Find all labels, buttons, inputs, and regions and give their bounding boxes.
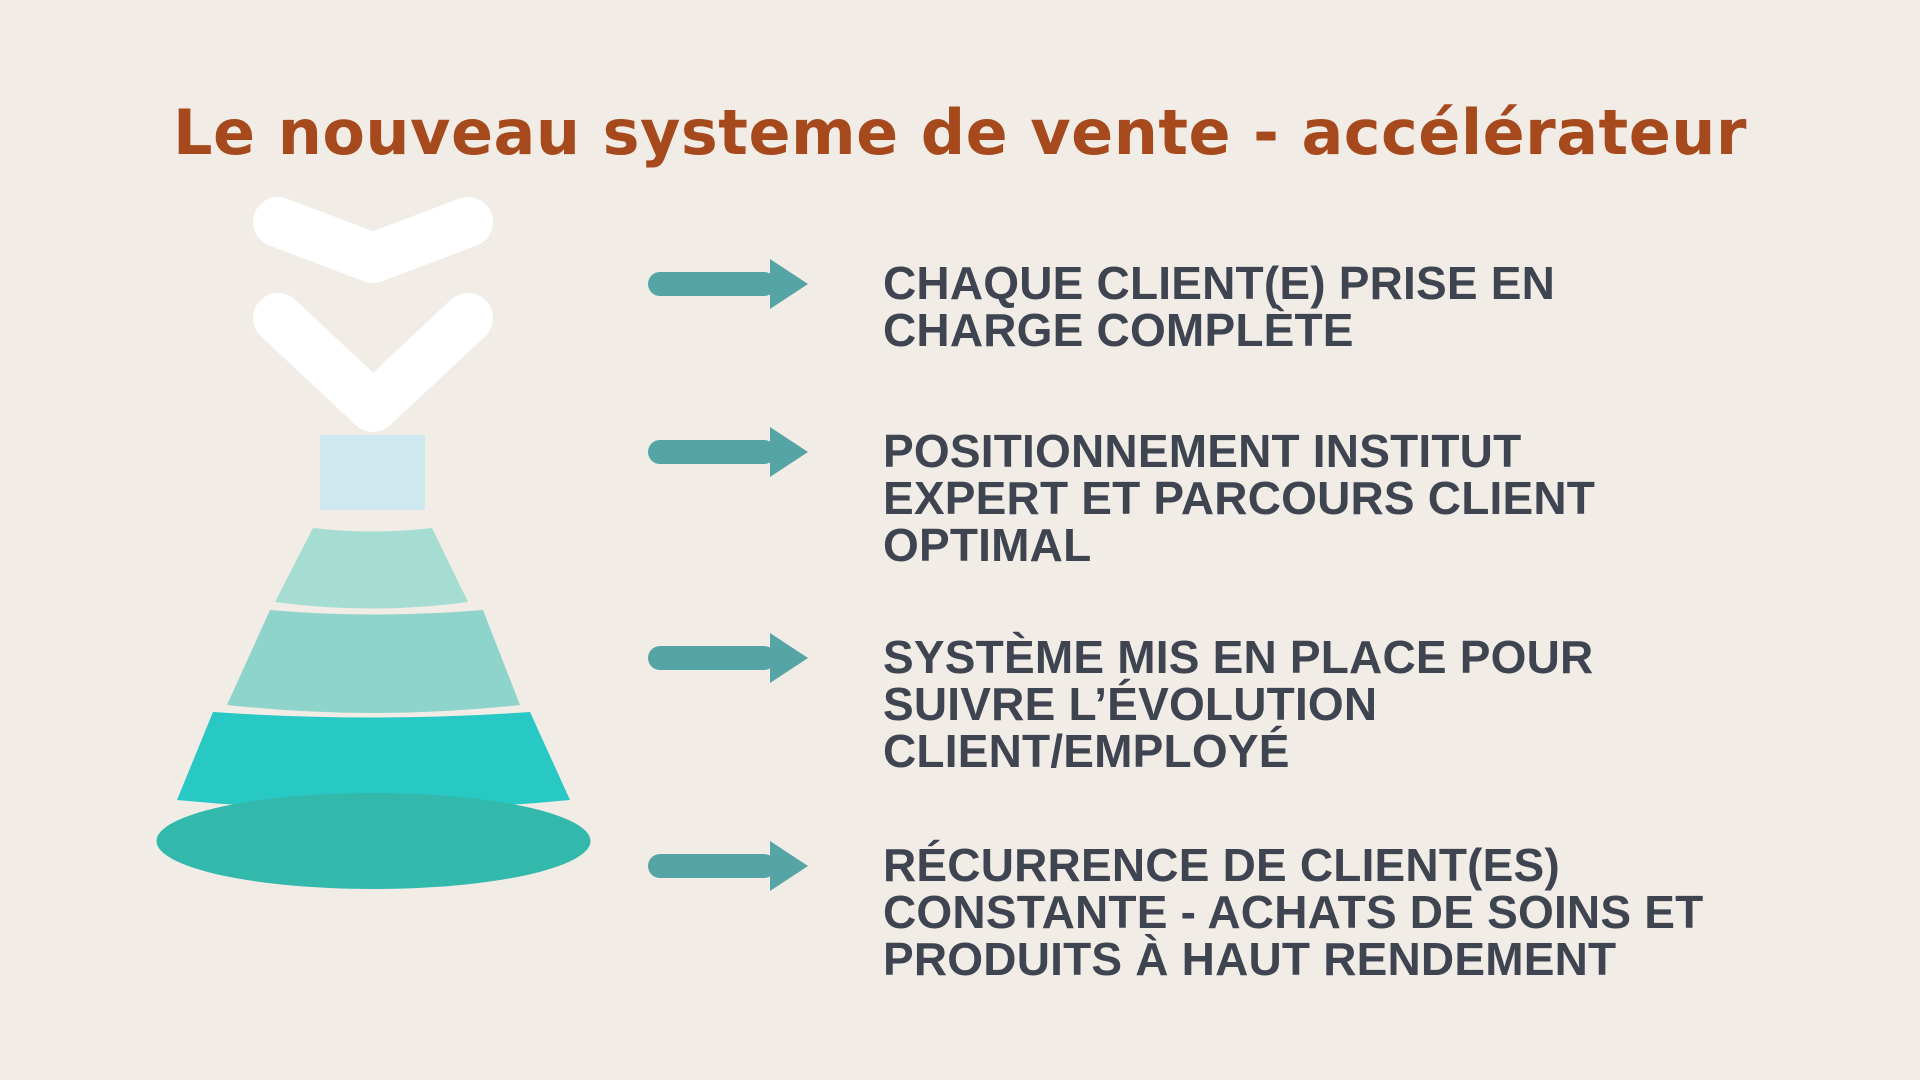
bullet-line: CHAQUE CLIENT(E) PRISE EN xyxy=(883,257,1556,309)
bullet-line: CHARGE COMPLÈTE xyxy=(883,304,1354,356)
arrow-head xyxy=(770,427,808,477)
funnel-top-segment xyxy=(320,435,425,510)
bullet-line: CONSTANTE - ACHATS DE SOINS ET xyxy=(883,886,1704,938)
arrow-shaft xyxy=(648,440,776,464)
arrow-right-icon xyxy=(648,259,808,309)
funnel-segment-4 xyxy=(177,712,570,810)
arrow-head xyxy=(770,633,808,683)
arrow-shaft xyxy=(648,646,776,670)
bullet-text: CHAQUE CLIENT(E) PRISE EN CHARGE COMPLÈT… xyxy=(883,260,1843,354)
arrow-right-icon xyxy=(648,841,808,891)
bullet-line: OPTIMAL xyxy=(883,519,1092,571)
arrow-head xyxy=(770,841,808,891)
bullet-line: EXPERT ET PARCOURS CLIENT xyxy=(883,472,1596,524)
bullet-line: RÉCURRENCE DE CLIENT(ES) xyxy=(883,839,1560,891)
chevron-down-icon xyxy=(253,197,493,283)
bullet-line: PRODUITS À HAUT RENDEMENT xyxy=(883,933,1617,985)
bullet-line: SYSTÈME MIS EN PLACE POUR xyxy=(883,631,1594,683)
bullet-line: SUIVRE L’ÉVOLUTION xyxy=(883,678,1378,730)
bullet-text: RÉCURRENCE DE CLIENT(ES) CONSTANTE - ACH… xyxy=(883,842,1843,983)
arrow-head xyxy=(770,259,808,309)
funnel-segment-2 xyxy=(275,528,468,609)
funnel-base-ellipse xyxy=(156,793,591,889)
chevron-down-icon xyxy=(253,293,493,432)
arrow-right-icon xyxy=(648,633,808,683)
bullet-text: SYSTÈME MIS EN PLACE POUR SUIVRE L’ÉVOLU… xyxy=(883,634,1843,775)
arrow-right-icon xyxy=(648,427,808,477)
bullet-line: CLIENT/EMPLOYÉ xyxy=(883,725,1290,777)
arrow-shaft xyxy=(648,854,776,878)
bullet-line: POSITIONNEMENT INSTITUT xyxy=(883,425,1522,477)
page-title: Le nouveau systeme de vente - accélérate… xyxy=(173,96,1747,169)
sales-funnel-graphic xyxy=(156,197,591,889)
bullet-text: POSITIONNEMENT INSTITUT EXPERT ET PARCOU… xyxy=(883,428,1843,569)
funnel-segment-3 xyxy=(227,610,520,713)
arrow-shaft xyxy=(648,272,776,296)
